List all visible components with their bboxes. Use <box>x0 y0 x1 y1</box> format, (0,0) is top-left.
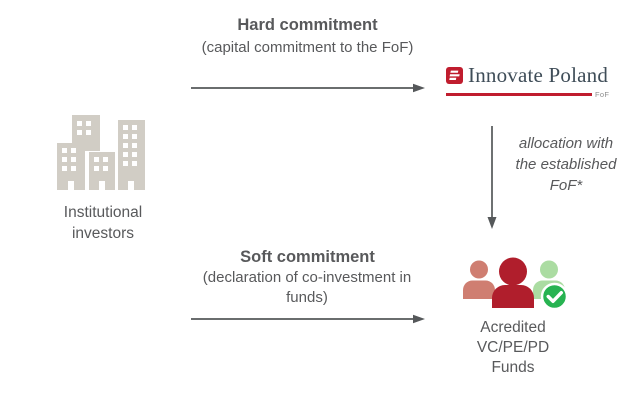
buildings-icon <box>57 115 145 190</box>
check-badge-icon <box>540 282 569 311</box>
hard-commitment-subtitle: (capital commitment to the FoF) <box>201 39 414 56</box>
innovate-poland-logo-name: Innovate Poland <box>468 63 609 87</box>
logo-underline <box>446 92 592 97</box>
innovate-poland-logo-icon <box>446 66 463 84</box>
institutional-investors-label: Institutional investors <box>63 204 143 242</box>
logo-fof-label: FoF <box>595 90 610 99</box>
allocation-arrow <box>487 126 497 229</box>
soft-commitment-subtitle: (declaration of co-investment in funds) <box>202 269 412 306</box>
hard-commitment-arrow <box>191 83 425 93</box>
soft-commitment-title: Soft commitment <box>240 248 375 266</box>
person-salmon-icon <box>463 260 495 299</box>
hard-commitment-title: Hard commitment <box>237 16 378 34</box>
accredited-funds-icon <box>463 257 569 311</box>
accredited-funds-label: Acredited VC/PE/PD Funds <box>476 319 550 376</box>
person-red-icon <box>492 257 534 308</box>
innovate-poland-logo: Innovate Poland FoF <box>446 63 609 99</box>
soft-commitment-arrow <box>191 314 425 324</box>
allocation-label: allocation with the established FoF* <box>515 135 617 194</box>
